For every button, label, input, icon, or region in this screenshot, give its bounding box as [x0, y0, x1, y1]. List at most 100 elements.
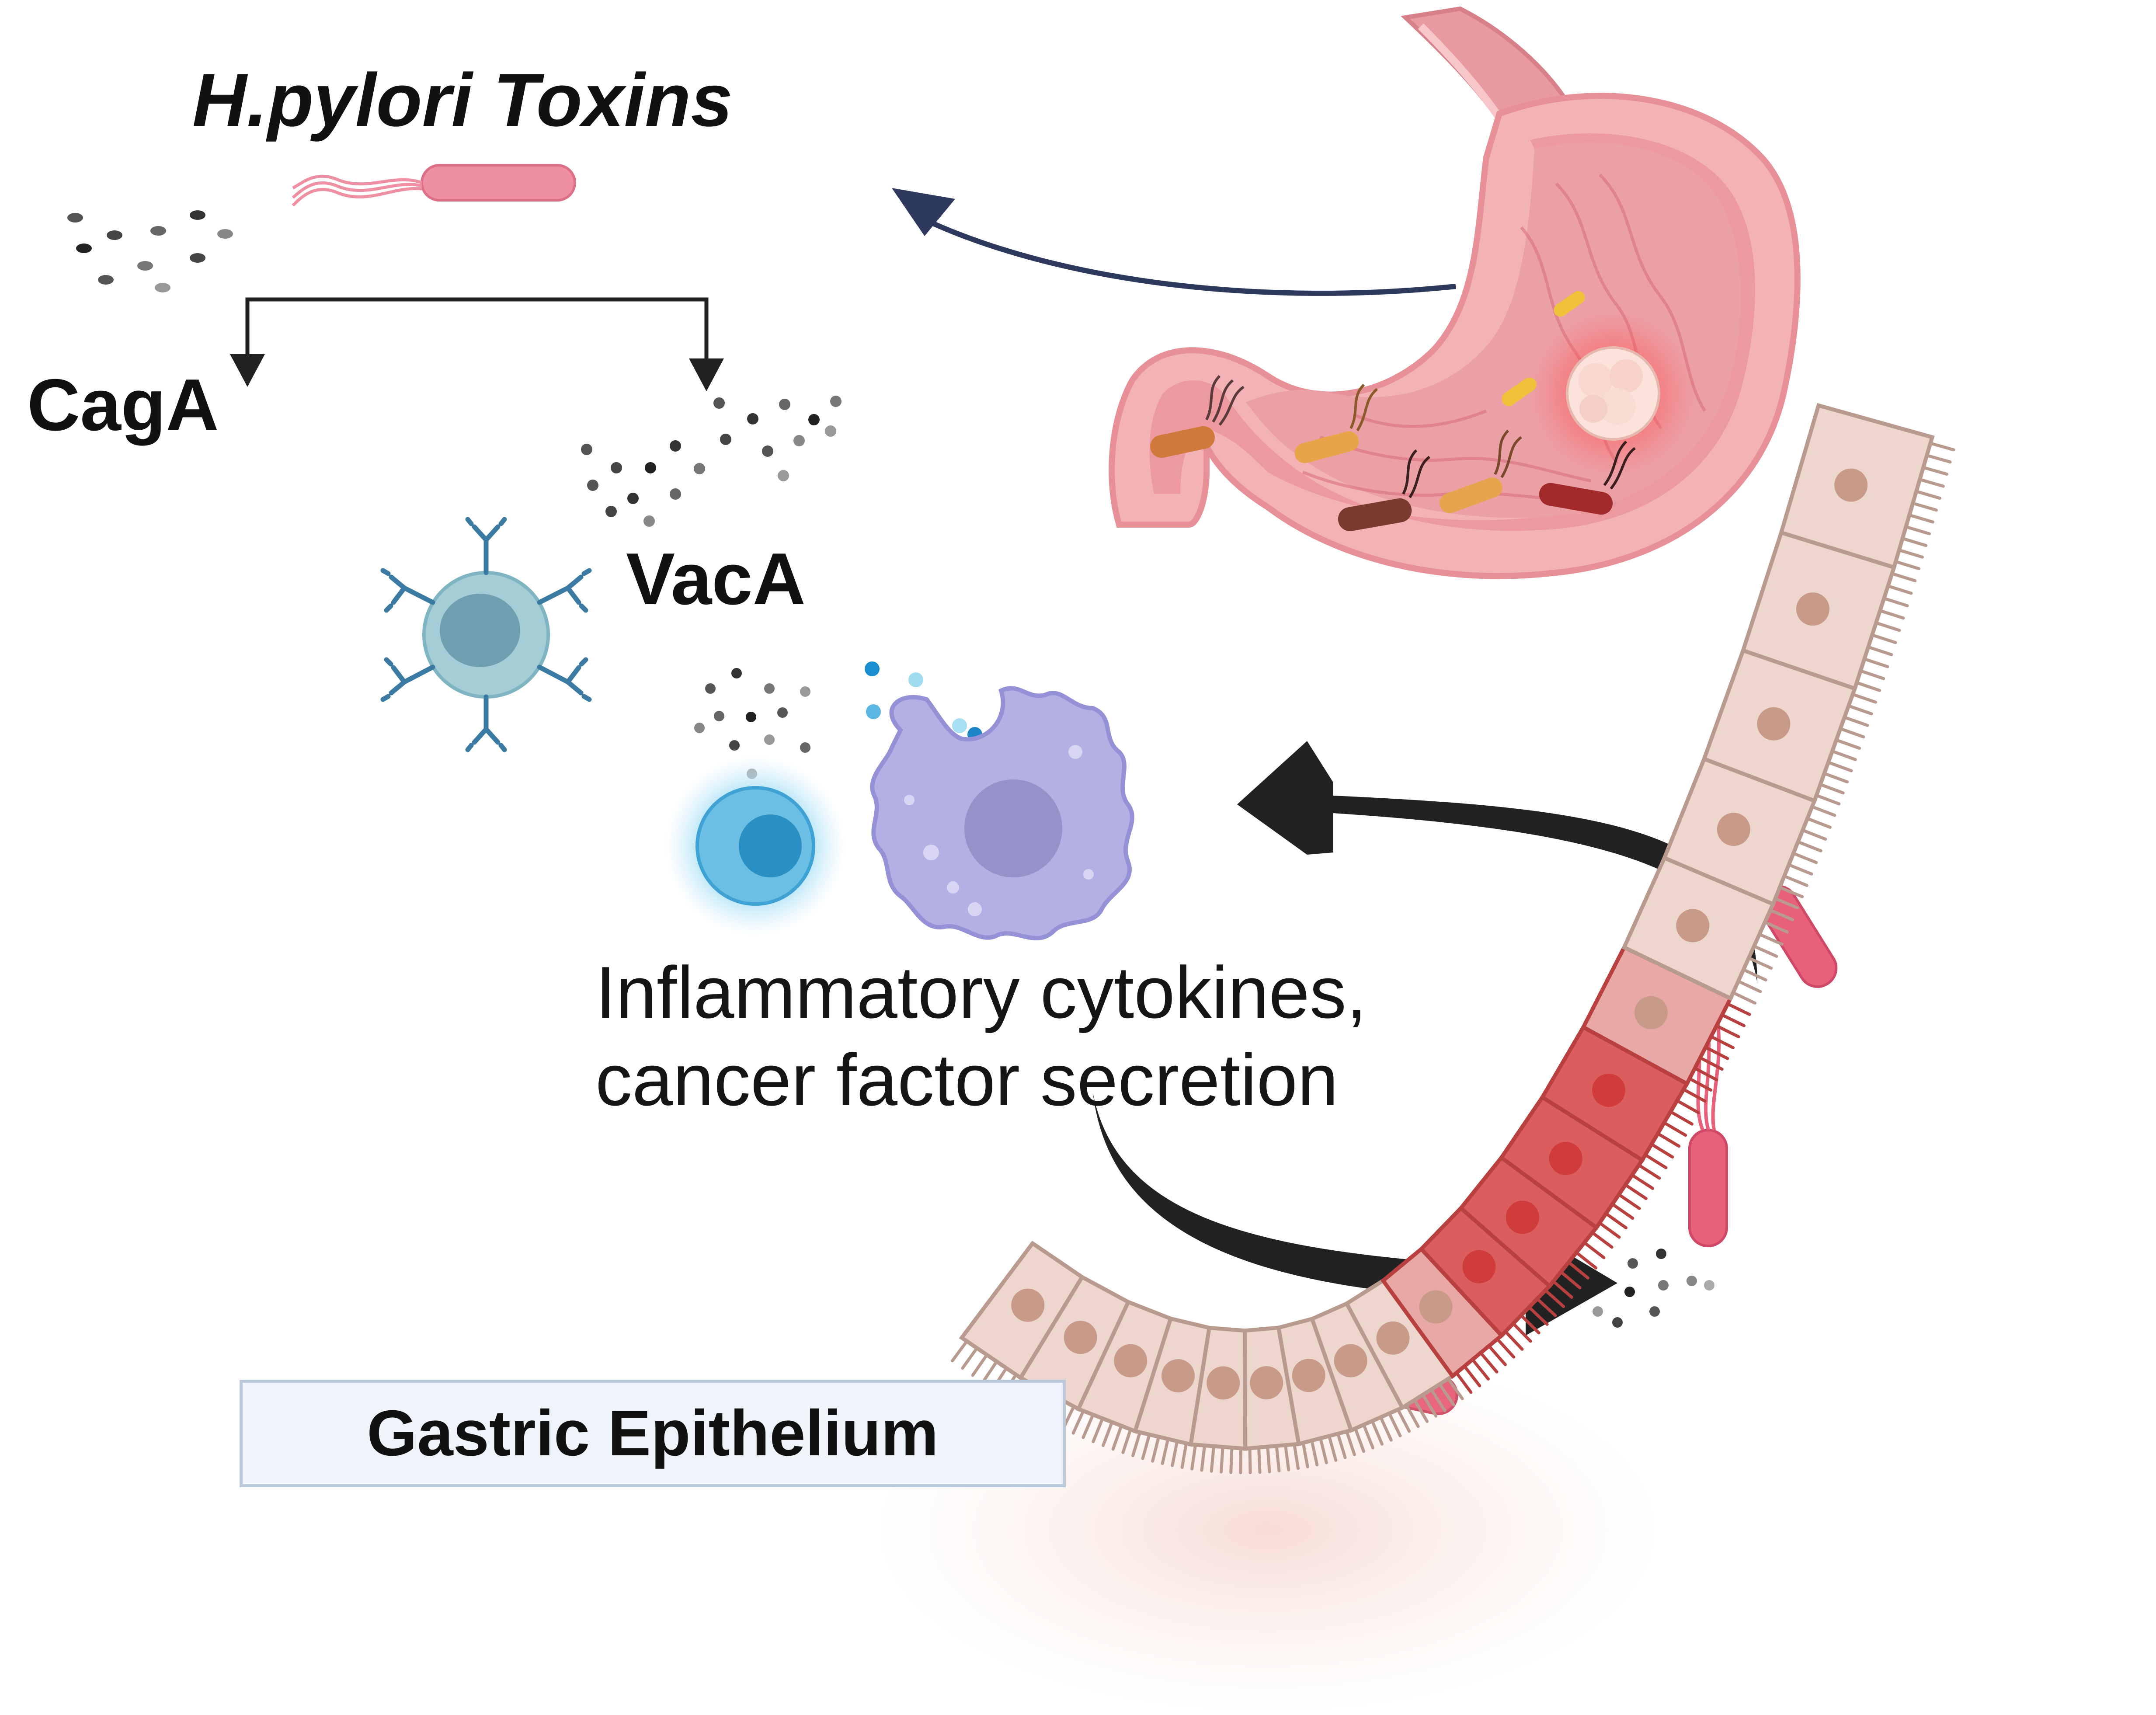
microvillus [1847, 704, 1873, 716]
microvillus [1171, 1440, 1179, 1467]
microvillus [1111, 1425, 1123, 1451]
microvillus [1726, 1002, 1751, 1016]
arrowhead-cagA [230, 354, 265, 387]
h-pylori-bacterium-icon [1502, 291, 1585, 406]
microvillus [1915, 490, 1941, 500]
microvillus [981, 1360, 998, 1384]
cell-nucleus [1207, 1366, 1240, 1400]
microvillus [1210, 1446, 1215, 1473]
microvillus [1121, 1428, 1132, 1454]
cell-nucleus [1834, 468, 1868, 502]
microvillus [1879, 609, 1905, 620]
microvillus [1875, 621, 1901, 632]
split-bracket [245, 297, 709, 358]
microvillus [1912, 501, 1938, 512]
microvillus [1180, 1442, 1188, 1469]
cell-nucleus [1676, 909, 1710, 943]
microvillus [1843, 716, 1869, 727]
microvillus [1568, 1261, 1589, 1280]
microvillus [1637, 1163, 1661, 1180]
h-pylori-bacterium-icon [1688, 1023, 1728, 1247]
microvillus [1806, 817, 1832, 829]
lymphocyte-icon [422, 571, 550, 699]
cell-nucleus [1506, 1200, 1539, 1234]
microvillus [1801, 828, 1827, 841]
microvillus [1275, 1445, 1281, 1473]
microvillus [1301, 1441, 1309, 1468]
microvillus [1704, 1046, 1729, 1060]
microvillus [1512, 1322, 1532, 1343]
microvillus [1908, 513, 1934, 524]
toxin-label-cagA: CagA [27, 364, 219, 446]
microvillus [1792, 852, 1818, 864]
microvillus [1682, 1088, 1707, 1103]
microvillus [1575, 1251, 1598, 1270]
microvillus [1190, 1444, 1197, 1471]
microvillus [1583, 1241, 1606, 1259]
microvillus [1831, 750, 1857, 761]
microvillus [1922, 466, 1948, 476]
microvillus [1396, 1408, 1411, 1433]
cell-nucleus [1462, 1250, 1496, 1284]
microvillus [1827, 761, 1853, 772]
microvillus [1883, 597, 1909, 608]
microvillus [1710, 1035, 1735, 1050]
microvillus [1871, 633, 1897, 644]
microvillus [1919, 478, 1945, 488]
cell-nucleus [1250, 1366, 1283, 1400]
microvillus [1650, 1143, 1674, 1159]
microvillus [1447, 1378, 1464, 1400]
microvillus [1787, 863, 1813, 876]
microvillus [1560, 1270, 1582, 1290]
epithelium-label: Gastric Epithelium [367, 1397, 939, 1469]
h-pylori-bacterium-icon [1294, 383, 1378, 463]
microvillus [1859, 669, 1885, 680]
microvillus [1496, 1338, 1516, 1359]
microvillus [1763, 921, 1789, 934]
toxin-particle-icon [67, 210, 233, 292]
cytokine-return-arrow [1237, 741, 1757, 984]
microvillus [1867, 645, 1893, 656]
microvillus [1742, 968, 1767, 982]
macrophage-icon [870, 686, 1134, 940]
caption-line: Inflammatory cytokines, [595, 951, 1367, 1033]
cell-nucleus [1796, 592, 1829, 626]
h-pylori-bacterium-icon [1338, 449, 1430, 532]
antibody-icon [380, 517, 592, 752]
microvillus [1890, 572, 1917, 582]
microvillus [1151, 1436, 1160, 1463]
microvillus [1336, 1433, 1347, 1459]
microvillus [1598, 1221, 1621, 1239]
microvillus [1778, 886, 1804, 898]
cell-nucleus [1334, 1344, 1367, 1378]
cell-nucleus [1717, 813, 1750, 846]
microvillus [1605, 1212, 1627, 1230]
microvillus [971, 1354, 988, 1377]
microvillus [1905, 525, 1931, 536]
cell-nucleus [1114, 1344, 1148, 1378]
microvillus [1851, 692, 1877, 704]
microvillus [1071, 1409, 1085, 1435]
microvillus [1455, 1371, 1473, 1394]
cell-nucleus [1011, 1288, 1045, 1322]
microvillus [1220, 1446, 1224, 1474]
cell-nucleus [1292, 1359, 1325, 1392]
microvillus [1901, 537, 1927, 547]
microvillus [1618, 1193, 1641, 1210]
microvillus [1815, 793, 1841, 806]
navy-arrow [892, 188, 1456, 296]
microvillus [1092, 1418, 1104, 1444]
epithelium-glow [874, 1346, 1661, 1714]
microvillus [1388, 1412, 1402, 1437]
microvillus [1758, 933, 1784, 946]
microvillus [1644, 1153, 1668, 1169]
microvillus [1379, 1416, 1393, 1442]
microvillus [1624, 1183, 1648, 1200]
caption: Inflammatory cytokines, cancer factor se… [595, 949, 1367, 1124]
cell-nucleus [1757, 707, 1791, 741]
microvillus [1676, 1099, 1700, 1114]
h-pylori-bacterium-icon [292, 164, 576, 207]
microvillus [1371, 1420, 1384, 1446]
microvillus [1413, 1399, 1429, 1423]
microvillus [1405, 1404, 1420, 1428]
